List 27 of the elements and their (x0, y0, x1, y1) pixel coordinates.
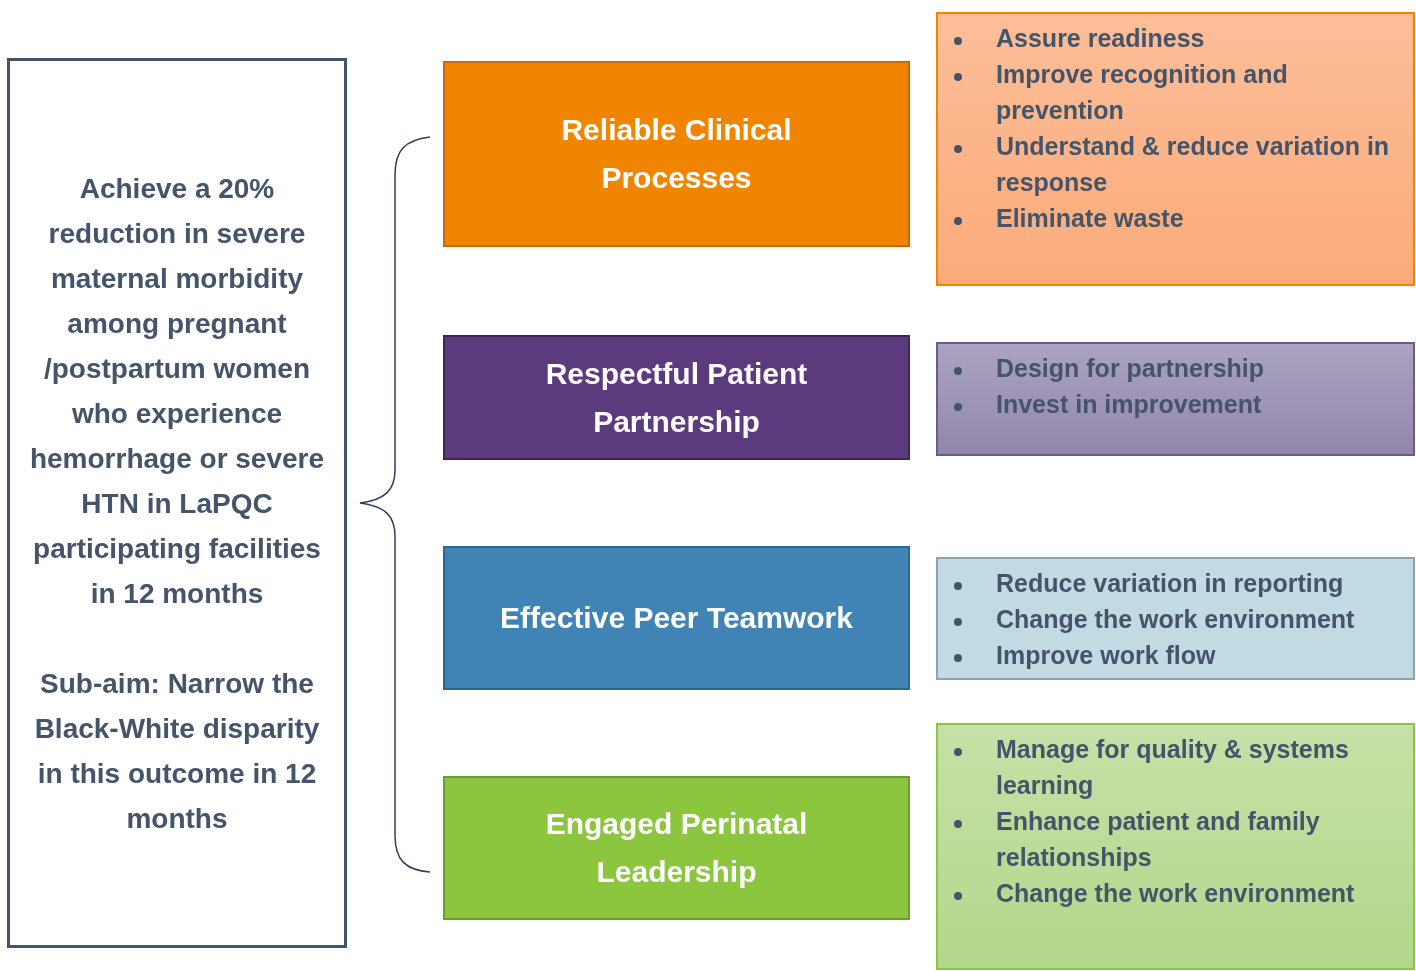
driver-label: Reliable Clinical Processes (560, 112, 793, 196)
bullet-text: Assure readiness (996, 24, 1205, 52)
driver-box (443, 776, 910, 920)
bullet-text: Reduce variation in reporting (996, 569, 1344, 597)
bullet-text: Improve work flow (996, 641, 1216, 669)
driver-box (443, 546, 910, 690)
aim-text: Achieve a 20% reduction in severe maternal morbidity among pregnant /postpartum women who experience hemorrhage or severe HTN in LaPQC participating facilities in 12 months (28, 171, 326, 611)
change-ideas-box (936, 557, 1415, 680)
driver-label: Respectful Patient Partnership (544, 355, 809, 440)
bullet-text: Enhance patient and family relationships (996, 807, 1320, 871)
driver-label: Effective Peer Teamwork (500, 600, 853, 636)
aim-box (7, 58, 347, 948)
bullet-text: Invest in improvement (996, 390, 1262, 418)
bullet-text: Improve recognition and prevention (996, 60, 1288, 124)
bullet-text: Change the work environment (996, 605, 1355, 633)
bullet-text: Change the work environment (996, 879, 1355, 907)
driver-label: Engaged Perinatal Leadership (544, 806, 809, 890)
bullet-text: Understand & reduce variation in response (996, 132, 1390, 196)
change-ideas-box (936, 12, 1415, 286)
bullet-text: Manage for quality & systems learning (996, 735, 1349, 799)
change-ideas-box (936, 723, 1415, 970)
bullet-text: Design for partnership (996, 354, 1265, 382)
bullet-text: Eliminate waste (996, 204, 1184, 232)
change-ideas-box (936, 342, 1415, 456)
driver-box (443, 335, 910, 460)
sub-aim-text: Sub-aim: Narrow the Black-White disparity in this outcome in 12 months (33, 666, 321, 836)
driver-box (443, 61, 910, 247)
